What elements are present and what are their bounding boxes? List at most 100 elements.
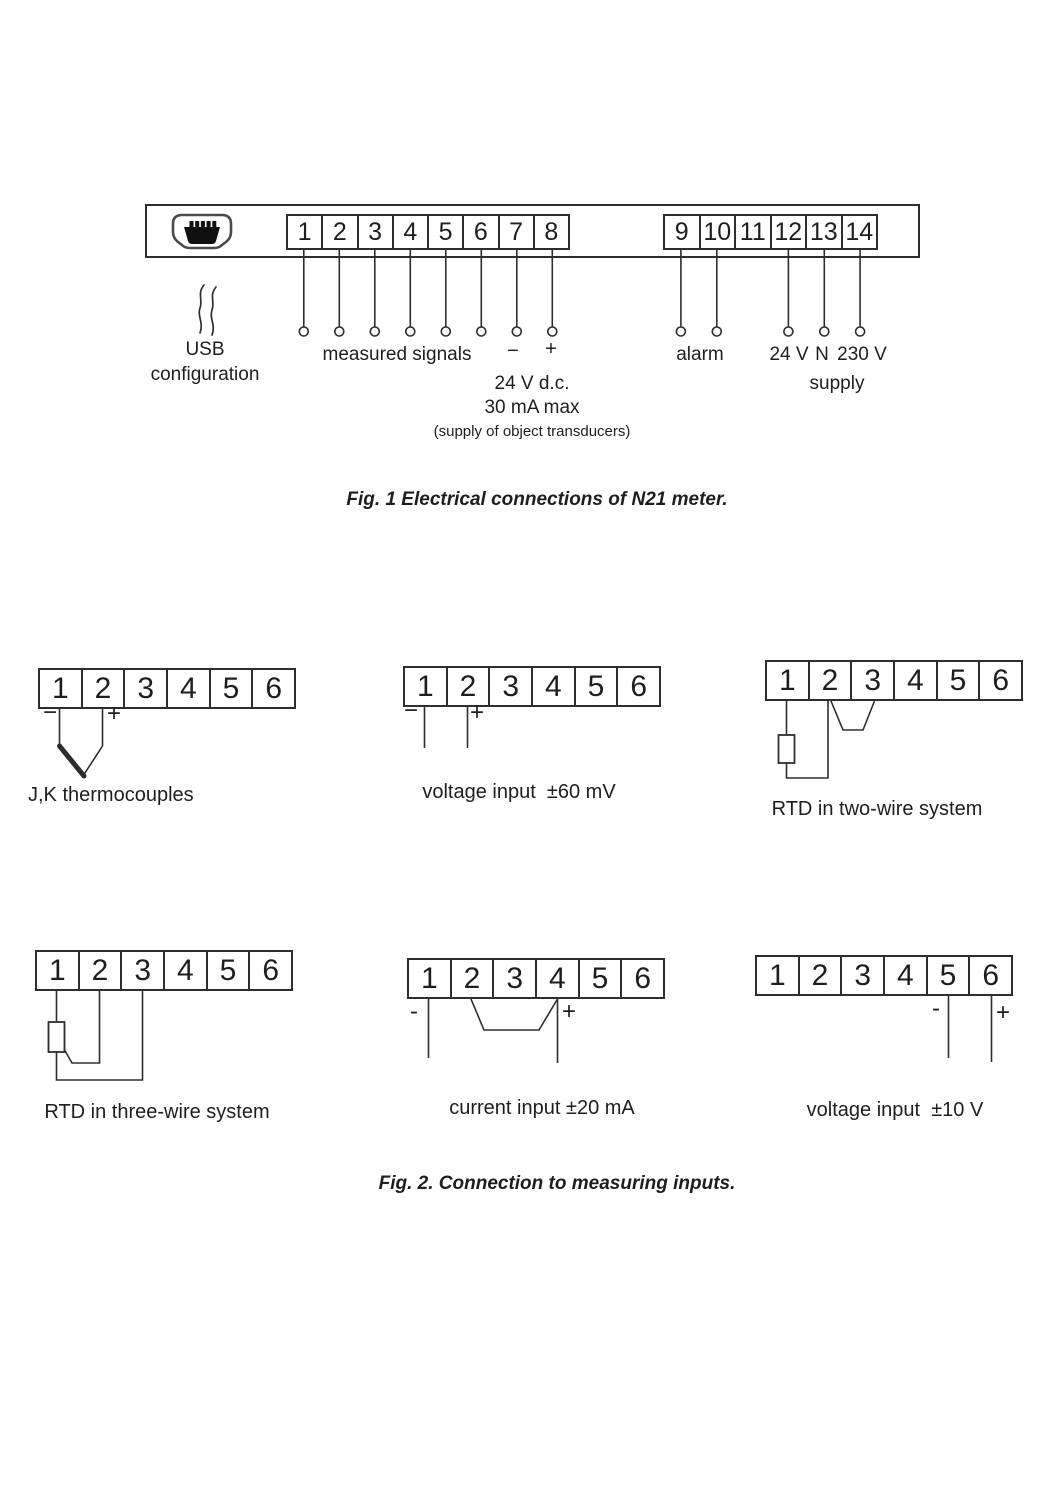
- terminal-4: 4: [885, 957, 928, 994]
- plus-sign: +: [469, 699, 485, 726]
- minus-sign: −: [403, 697, 419, 724]
- terminal-4: 4: [533, 668, 576, 705]
- current-20ma-caption: current input ±20 mA: [449, 1097, 635, 1119]
- terminal-4: 4: [168, 670, 211, 707]
- terminal-1: 1: [767, 662, 810, 699]
- terminal-6: 6: [992, 663, 1010, 697]
- terminal-5: 5: [938, 662, 981, 699]
- pin-circle: [675, 326, 687, 337]
- transducer-supply-line2: 30 mA max: [484, 397, 580, 418]
- fig1-terminal-2: 2: [323, 216, 359, 248]
- terminal-2: 2: [810, 662, 853, 699]
- terminal-5: 5: [576, 668, 619, 705]
- fig1-terminal-5: 5: [429, 216, 465, 248]
- terminal-3: 3: [852, 662, 896, 699]
- terminal-6: 6: [630, 669, 648, 703]
- terminal-6: 6: [262, 953, 280, 987]
- terminal-6: 6: [634, 961, 652, 995]
- pin-circle: [511, 326, 523, 337]
- terminal-2: 2: [83, 670, 126, 707]
- resistor-symbol: [47, 1021, 66, 1053]
- plus-sign: +: [995, 999, 1011, 1026]
- fig1-terminal-1: 1: [288, 216, 324, 248]
- terminal-1: 1: [409, 960, 452, 997]
- pin-circle: [440, 326, 452, 337]
- terminal-4: 4: [165, 952, 208, 989]
- terminal-1: 1: [405, 668, 448, 705]
- fig1-terminal-9: 9: [665, 216, 701, 248]
- pin-circle: [333, 326, 345, 337]
- terminal-4: 4: [895, 662, 938, 699]
- terminal-2: 2: [80, 952, 123, 989]
- fig1-terminal-3: 3: [359, 216, 394, 248]
- supply-label: supply: [809, 373, 865, 394]
- fig1-terminal-6: 6: [464, 216, 500, 248]
- fig1-terminal-11: 11: [736, 216, 772, 248]
- fig1-terminal-10: 10: [701, 216, 736, 248]
- terminal-3: 3: [842, 957, 886, 994]
- transducer-minus-sign: −: [507, 340, 519, 362]
- pin-circle: [783, 326, 794, 337]
- terminal-1: 1: [37, 952, 80, 989]
- minus-sign: -: [932, 995, 940, 1022]
- fig2-block-current-20ma: 1 2 3 4 5 6: [407, 958, 665, 999]
- supply-230v-label: 230 V: [837, 344, 887, 365]
- resistor-symbol: [777, 734, 796, 764]
- pin-circle: [298, 326, 310, 337]
- terminal-2: 2: [452, 960, 495, 997]
- plus-sign: +: [561, 998, 577, 1025]
- jumper-wire: [470, 998, 559, 1031]
- alarm-label: alarm: [676, 344, 724, 365]
- terminal-3: 3: [490, 668, 534, 705]
- fig2-block-rtd-two-wire: 1 2 3 4 5 6: [765, 660, 1023, 701]
- fig1-terminal-12: 12: [772, 216, 807, 248]
- pin-circle: [818, 326, 830, 337]
- voltage-60mv-caption: voltage input ±60 mV: [422, 781, 616, 803]
- terminal-6: 6: [982, 958, 1000, 992]
- terminal-5: 5: [208, 952, 251, 989]
- fig2-block-voltage-10v: 1 2 3 4 5 6: [755, 955, 1013, 996]
- transducer-plus-sign: +: [545, 338, 557, 360]
- pin-circle: [854, 326, 866, 337]
- thermocouple-caption: J,K thermocouples: [28, 784, 194, 806]
- fig1-terminal-7: 7: [500, 216, 535, 248]
- fig1-terminal-block-9-14: 9 10 11 12 13 14: [663, 214, 878, 250]
- fig1-terminal-wires: [298, 250, 866, 337]
- pin-circle: [369, 326, 381, 337]
- terminal-5: 5: [580, 960, 623, 997]
- terminal-3: 3: [125, 670, 169, 707]
- terminal-4: 4: [537, 960, 580, 997]
- rtd-three-wire-circuit: [47, 991, 144, 1081]
- terminal-3: 3: [122, 952, 166, 989]
- fig1-terminal-13: 13: [807, 216, 843, 248]
- pin-circle: [546, 326, 558, 337]
- terminal-3: 3: [494, 960, 538, 997]
- voltage-60mv-wires: [423, 707, 469, 748]
- measured-signals-label: measured signals: [322, 344, 472, 365]
- terminal-1: 1: [757, 957, 800, 994]
- jumper-wire: [830, 700, 876, 731]
- voltage-10v-wires: [947, 996, 993, 1062]
- thermocouple-junction: [57, 743, 87, 779]
- usb-label-line1: USB: [185, 339, 225, 360]
- fig1-terminal-14: 14: [845, 217, 874, 246]
- terminal-6: 6: [265, 671, 283, 705]
- fig2-block-thermocouple: 1 2 3 4 5 6: [38, 668, 296, 709]
- supply-n-label: N: [815, 344, 829, 365]
- terminal-1: 1: [40, 670, 83, 707]
- terminal-5: 5: [928, 957, 971, 994]
- fig2-caption: Fig. 2. Connection to measuring inputs.: [378, 1173, 736, 1194]
- plus-sign: +: [106, 700, 122, 727]
- pin-circle: [711, 326, 723, 337]
- fig2-block-voltage-60mv: 1 2 3 4 5 6: [403, 666, 661, 707]
- minus-sign: −: [42, 699, 58, 726]
- minus-sign: -: [410, 998, 418, 1025]
- voltage-10v-caption: voltage input ±10 V: [806, 1099, 984, 1121]
- transducer-supply-line1: 24 V d.c.: [494, 373, 570, 394]
- rtd-two-wire-circuit: [777, 700, 876, 779]
- supply-24v-label: 24 V: [769, 344, 809, 365]
- fig1-terminal-block-1-8: 1 2 3 4 5 6 7 8: [286, 214, 570, 250]
- pin-circle: [475, 326, 487, 337]
- pin-circle: [404, 326, 416, 337]
